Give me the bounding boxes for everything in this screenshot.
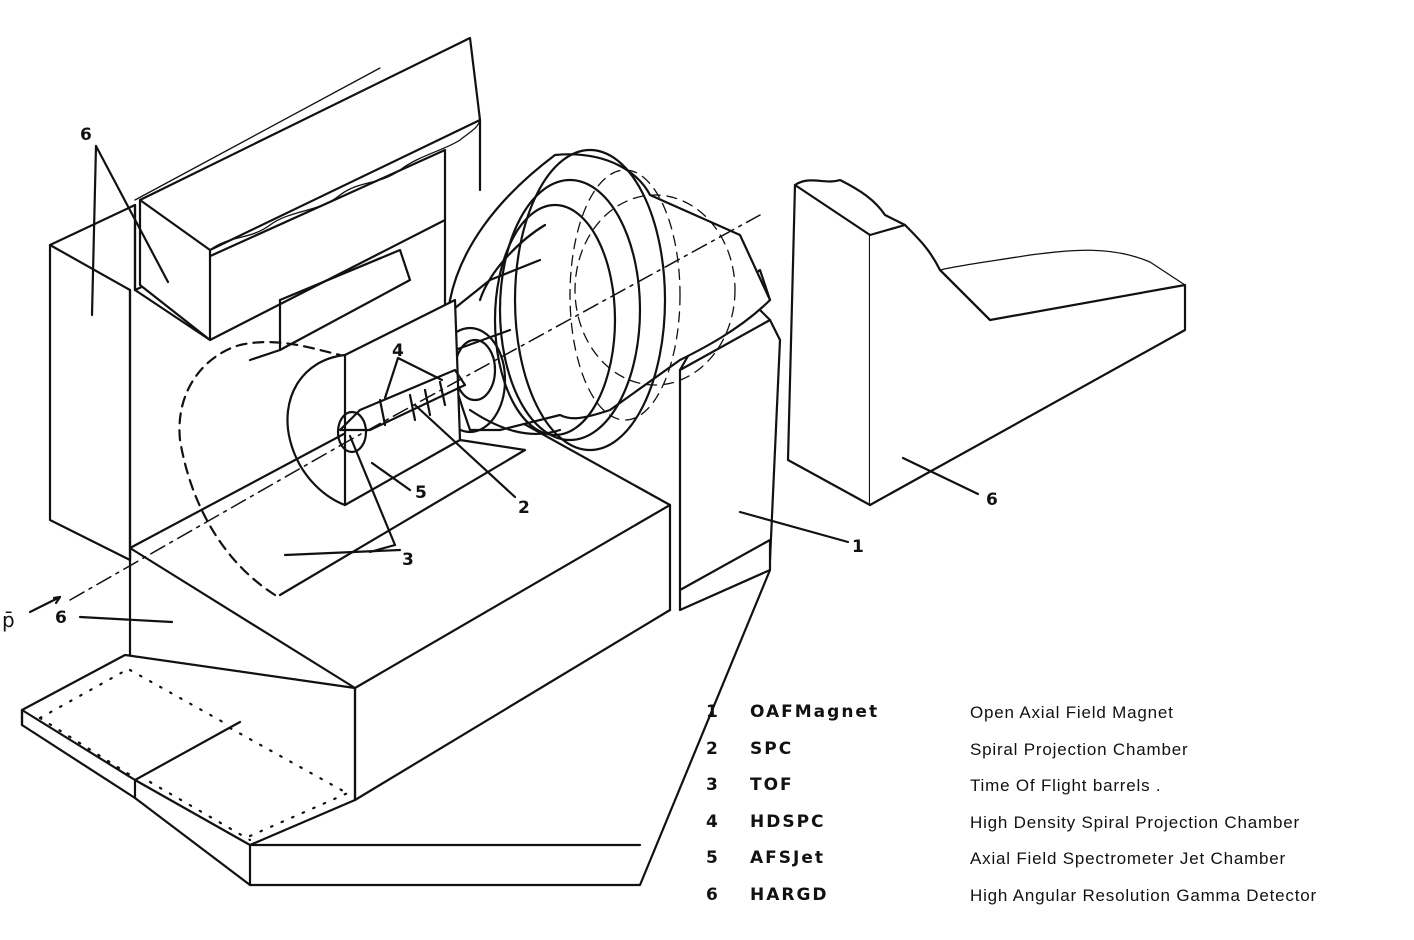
legend-description: Axial Field Spectrometer Jet Chamber	[970, 849, 1287, 868]
legend-description: Spiral Projection Chamber	[970, 739, 1189, 759]
legend-number: 2	[706, 738, 719, 759]
callout-5: 5	[415, 483, 427, 503]
legend-code: HDSPC	[750, 811, 826, 832]
legend-description: High Angular Resolution Gamma Detector	[970, 885, 1317, 905]
lower-block	[128, 378, 672, 802]
legend-row-4: 4 HDSPC High Density Spiral Projection C…	[700, 810, 1400, 847]
legend-number: 6	[706, 884, 719, 905]
legend-row-2: 2 SPC Spiral Projection Chamber	[700, 737, 1400, 774]
magnet-cone	[433, 148, 772, 452]
legend-row-5: 5 AFSJet Axial Field Spectrometer Jet Ch…	[700, 846, 1400, 883]
magnet-yoke	[678, 268, 782, 612]
legend: 1 OAFMagnet Open Axial Field Magnet 2 SP…	[700, 700, 1400, 919]
legend-code: SPC	[750, 738, 794, 759]
legend-number: 3	[706, 775, 719, 795]
callout-3: 3	[402, 550, 414, 570]
leader-lines	[28, 144, 980, 624]
callout-1: 1	[852, 537, 864, 557]
left-upper-structure	[48, 36, 482, 562]
inner-detector	[278, 298, 527, 597]
callout-6-bottom: 6	[55, 608, 67, 628]
callout-4: 4	[392, 341, 404, 361]
legend-code: TOF	[750, 775, 794, 795]
legend-row-3: 3 TOF Time Of Flight barrels .	[700, 773, 1400, 810]
base-platform	[20, 568, 772, 887]
beam-axis	[69, 214, 761, 601]
legend-number: 4	[706, 811, 719, 832]
legend-row-6: 6 HARGD High Angular Resolution Gamma De…	[700, 883, 1400, 920]
legend-description: High Density Spiral Projection Chamber	[970, 812, 1300, 832]
legend-code: AFSJet	[750, 848, 825, 868]
callout-6-top-left: 6	[80, 125, 92, 145]
beam-label: p̄	[2, 608, 15, 632]
right-slab	[786, 178, 1187, 507]
legend-code: HARGD	[750, 884, 829, 905]
legend-row-1: 1 OAFMagnet Open Axial Field Magnet	[700, 700, 1400, 737]
legend-code: OAFMagnet	[750, 702, 880, 722]
callout-2: 2	[518, 498, 530, 518]
legend-description: Time Of Flight barrels .	[970, 776, 1162, 795]
legend-description: Open Axial Field Magnet	[970, 703, 1174, 722]
tof-envelope	[178, 340, 342, 597]
legend-number: 1	[706, 702, 719, 722]
callout-6-right: 6	[986, 490, 998, 510]
legend-number: 5	[706, 848, 719, 868]
